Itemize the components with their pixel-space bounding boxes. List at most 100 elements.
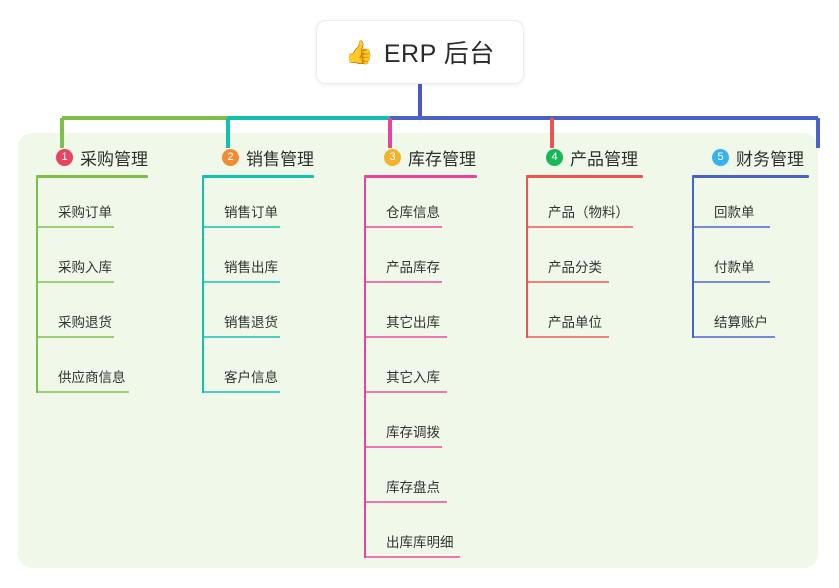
branch-item[interactable]: 仓库信息 bbox=[364, 178, 519, 233]
branch-item[interactable]: 销售订单 bbox=[202, 178, 352, 233]
branch-spine bbox=[202, 178, 204, 393]
branch-item-rule bbox=[36, 391, 129, 393]
branch-item-label: 产品库存 bbox=[386, 260, 440, 275]
branch-item[interactable]: 销售出库 bbox=[202, 233, 352, 288]
branch-header-rule bbox=[692, 175, 809, 178]
branches-background-panel bbox=[18, 133, 818, 568]
branch-column-5: 5 财务管理回款单付款单结算账户 bbox=[692, 143, 839, 343]
branch-item[interactable]: 采购订单 bbox=[36, 178, 186, 233]
branch-item-rule bbox=[364, 226, 442, 228]
branch-item-rule bbox=[692, 281, 770, 283]
branch-item-label: 采购订单 bbox=[58, 205, 112, 220]
branch-column-1: 1 采购管理采购订单采购入库采购退货供应商信息 bbox=[36, 143, 186, 398]
branch-item-rule bbox=[364, 446, 442, 448]
branch-header-3[interactable]: 3 库存管理 bbox=[364, 143, 519, 171]
branch-item-label: 客户信息 bbox=[224, 370, 278, 385]
branch-number-badge: 2 bbox=[222, 148, 239, 166]
branch-column-2: 2 销售管理销售订单销售出库销售退货客户信息 bbox=[202, 143, 352, 398]
branch-item-rule bbox=[202, 281, 280, 283]
root-node[interactable]: 👍 ERP 后台 bbox=[316, 20, 524, 84]
branch-item-label: 其它入库 bbox=[386, 370, 440, 385]
branch-title: 采购管理 bbox=[80, 149, 148, 169]
branch-item[interactable]: 采购入库 bbox=[36, 233, 186, 288]
branch-item-rule bbox=[526, 226, 633, 228]
branch-item[interactable]: 客户信息 bbox=[202, 343, 352, 398]
branch-item[interactable]: 出库库明细 bbox=[364, 508, 519, 563]
branch-item-rule bbox=[202, 226, 280, 228]
branch-spine bbox=[36, 178, 38, 393]
branch-title: 库存管理 bbox=[408, 149, 476, 169]
branch-item-rule bbox=[692, 336, 775, 338]
branch-item-rule bbox=[202, 391, 280, 393]
branch-number-badge: 5 bbox=[712, 148, 729, 166]
branch-item-label: 供应商信息 bbox=[58, 370, 126, 385]
branch-item-rule bbox=[202, 336, 280, 338]
branch-item[interactable]: 产品分类 bbox=[526, 233, 681, 288]
branch-item-rule bbox=[526, 336, 609, 338]
branch-item-label: 销售退货 bbox=[224, 315, 278, 330]
branch-header-rule bbox=[202, 175, 314, 178]
branch-item-rule bbox=[692, 226, 770, 228]
branch-item[interactable]: 结算账户 bbox=[692, 288, 839, 343]
branch-item[interactable]: 销售退货 bbox=[202, 288, 352, 343]
branch-column-3: 3 库存管理仓库信息产品库存其它出库其它入库库存调拨库存盘点出库库明细 bbox=[364, 143, 519, 563]
root-node-label: ERP 后台 bbox=[383, 40, 495, 68]
branch-item[interactable]: 产品库存 bbox=[364, 233, 519, 288]
branch-title: 产品管理 bbox=[570, 149, 638, 169]
branch-item-label: 库存盘点 bbox=[386, 480, 440, 495]
branch-header-rule bbox=[36, 175, 148, 178]
branch-item[interactable]: 库存调拨 bbox=[364, 398, 519, 453]
branch-number-badge: 4 bbox=[546, 148, 563, 166]
branch-item-list: 回款单付款单结算账户 bbox=[692, 178, 839, 343]
root-node-content: 👍 ERP 后台 bbox=[345, 34, 495, 70]
branch-item[interactable]: 其它出库 bbox=[364, 288, 519, 343]
branch-item-label: 产品单位 bbox=[548, 315, 602, 330]
branch-column-4: 4 产品管理产品（物料） 产品分类产品单位 bbox=[526, 143, 681, 343]
branch-item[interactable]: 产品单位 bbox=[526, 288, 681, 343]
branch-item-label: 仓库信息 bbox=[386, 205, 440, 220]
branch-number-badge: 3 bbox=[384, 148, 401, 166]
branch-item-label: 结算账户 bbox=[714, 315, 768, 330]
branch-item-label: 其它出库 bbox=[386, 315, 440, 330]
branch-item-label: 出库库明细 bbox=[386, 535, 454, 550]
branch-item-list: 产品（物料） 产品分类产品单位 bbox=[526, 178, 681, 343]
branch-header-4[interactable]: 4 产品管理 bbox=[526, 143, 681, 171]
branch-header-rule bbox=[364, 175, 477, 178]
branch-header-2[interactable]: 2 销售管理 bbox=[202, 143, 352, 171]
branch-number-badge: 1 bbox=[56, 148, 73, 166]
branch-item-label: 销售出库 bbox=[224, 260, 278, 275]
branch-item-rule bbox=[364, 281, 442, 283]
branch-item[interactable]: 付款单 bbox=[692, 233, 839, 288]
branch-item-list: 采购订单采购入库采购退货供应商信息 bbox=[36, 178, 186, 398]
branch-item-list: 销售订单销售出库销售退货客户信息 bbox=[202, 178, 352, 398]
branch-item-list: 仓库信息产品库存其它出库其它入库库存调拨库存盘点出库库明细 bbox=[364, 178, 519, 563]
branch-header-5[interactable]: 5 财务管理 bbox=[692, 143, 839, 171]
branch-item[interactable]: 其它入库 bbox=[364, 343, 519, 398]
branch-item-rule bbox=[36, 226, 114, 228]
branch-item-label: 产品（物料） bbox=[548, 205, 629, 220]
branch-item-label: 产品分类 bbox=[548, 260, 602, 275]
branch-item[interactable]: 库存盘点 bbox=[364, 453, 519, 508]
branch-item-label: 销售订单 bbox=[224, 205, 278, 220]
branch-item-label: 采购入库 bbox=[58, 260, 112, 275]
branch-item-rule bbox=[364, 336, 447, 338]
branch-item-rule bbox=[36, 336, 114, 338]
branch-item-label: 库存调拨 bbox=[386, 425, 440, 440]
branch-item[interactable]: 供应商信息 bbox=[36, 343, 186, 398]
branch-spine bbox=[692, 178, 694, 338]
branch-item-rule bbox=[526, 281, 609, 283]
branch-spine bbox=[526, 178, 528, 338]
branch-item[interactable]: 回款单 bbox=[692, 178, 839, 233]
branch-item[interactable]: 产品（物料） bbox=[526, 178, 681, 233]
branch-item-rule bbox=[36, 281, 114, 283]
branch-title: 财务管理 bbox=[736, 149, 804, 169]
branch-item-label: 付款单 bbox=[714, 260, 755, 275]
branch-item-rule bbox=[364, 501, 447, 503]
branch-title: 销售管理 bbox=[246, 149, 314, 169]
branch-item[interactable]: 采购退货 bbox=[36, 288, 186, 343]
branch-spine bbox=[364, 178, 366, 558]
branch-item-rule bbox=[364, 556, 460, 558]
branch-header-1[interactable]: 1 采购管理 bbox=[36, 143, 186, 171]
thumbs-up-icon: 👍 bbox=[345, 38, 374, 65]
